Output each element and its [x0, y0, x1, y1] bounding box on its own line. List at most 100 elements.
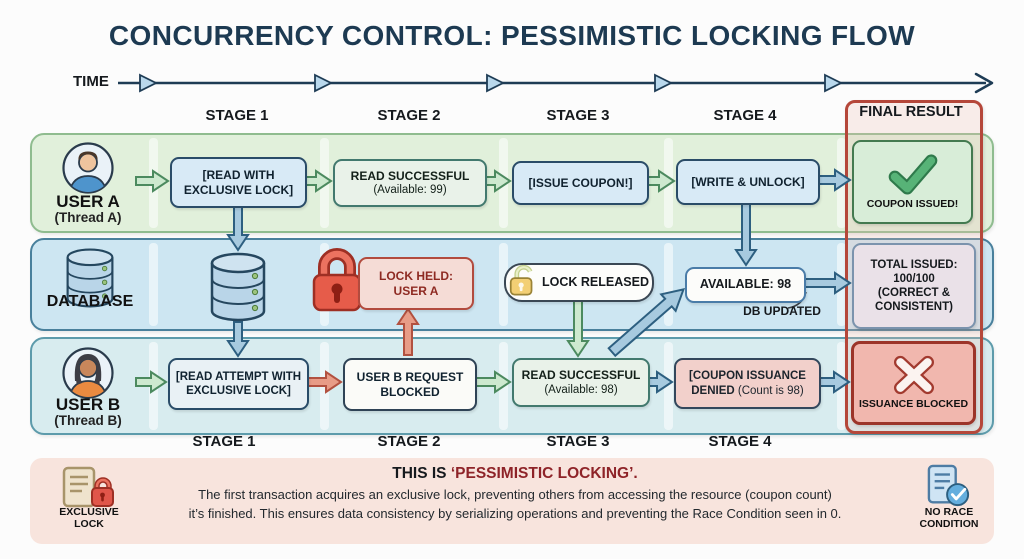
- lock-released-box: LOCK RELEASED: [504, 263, 654, 302]
- footer-body-line2: it’s finished. This ensures data consist…: [188, 506, 842, 521]
- userb-denied-line2-bold: DENIED: [691, 384, 735, 397]
- issuance-blocked-box: ISSUANCE BLOCKED: [851, 341, 976, 425]
- stage-separator: [664, 243, 673, 326]
- coupon-issued-label: COUPON ISSUED!: [866, 198, 959, 211]
- usera-read-lock-line2: EXCLUSIVE LOCK]: [183, 182, 294, 197]
- exclusive-lock-icon: [62, 466, 114, 508]
- footer-heading-highlight: ‘PESSIMISTIC LOCKING’.: [450, 465, 638, 482]
- total-issued-line1: TOTAL ISSUED:: [870, 258, 958, 271]
- db-updated-label: DB UPDATED: [743, 304, 821, 318]
- time-tick-arrow: [314, 73, 334, 93]
- time-axis: [118, 72, 994, 94]
- arrow-db-to-readattempt: [226, 321, 250, 358]
- userb-denied-line2: DENIED (Count is 98): [691, 384, 803, 398]
- arrow-denied-to-issuanceblocked: [817, 370, 851, 394]
- user-a-thread: (Thread A): [54, 210, 122, 225]
- x-mark-icon: [893, 356, 934, 395]
- userb-denied-line2-rest: (Count is 98): [734, 384, 804, 397]
- available-98-label: AVAILABLE: 98: [699, 277, 792, 292]
- final-result-header: FINAL RESULT: [859, 104, 963, 120]
- stage-separator: [664, 342, 673, 430]
- stage3-footer: STAGE 3: [546, 433, 610, 450]
- database-stage1-icon: [210, 252, 266, 322]
- arrow-available-to-total: [803, 271, 852, 295]
- user-b-avatar-icon: [62, 347, 114, 399]
- user-b-name: USER B: [55, 395, 121, 414]
- total-issued-line4: CONSISTENT): [875, 301, 953, 314]
- locked-padlock-icon: [312, 248, 362, 312]
- no-race-condition-icon: [927, 464, 970, 507]
- userb-read-attempt-line1: [READ ATTEMPT WITH: [175, 370, 302, 383]
- usera-read-lock-line1: [READ WITH: [202, 167, 275, 182]
- user-a-name: USER A: [56, 192, 120, 211]
- userb-denied-box: [COUPON ISSUANCE DENIED (Count is 98): [674, 358, 821, 409]
- stage4-header: STAGE 4: [713, 107, 777, 124]
- stage-separator: [149, 243, 158, 326]
- userb-read-success-line2: (Available: 98): [544, 383, 618, 396]
- lock-held-line2: USER A: [393, 283, 439, 298]
- stage3-header: STAGE 3: [546, 107, 610, 124]
- userb-blocked-line2: BLOCKED: [380, 384, 440, 399]
- arrow-writeunlock-to-available: [734, 202, 758, 267]
- usera-read-lock-box: [READ WITH EXCLUSIVE LOCK]: [170, 157, 307, 208]
- usera-read-success-line2: (Available: 99): [373, 184, 447, 197]
- userb-blocked-line1: USER B REQUEST: [356, 369, 464, 384]
- userb-denied-line1: [COUPON ISSUANCE: [689, 370, 806, 383]
- issuance-blocked-label: ISSUANCE BLOCKED: [858, 398, 969, 411]
- arrow-readlock-to-db: [226, 204, 250, 252]
- lock-held-box: LOCK HELD: USER A: [358, 257, 474, 310]
- arrow-readattempt-to-blocked: [306, 370, 343, 394]
- usera-write-unlock-box: [WRITE & UNLOCK]: [676, 159, 820, 205]
- time-tick-arrow: [139, 73, 159, 93]
- usera-read-success-box: READ SUCCESSFUL (Available: 99): [333, 159, 487, 207]
- userb-read-attempt-line2: EXCLUSIVE LOCK]: [186, 385, 291, 397]
- time-axis-label: TIME: [73, 73, 109, 90]
- time-tick-arrow: [654, 73, 674, 93]
- arrow-readsuccess-to-issuecoupon: [484, 169, 512, 193]
- user-b-thread: (Thread B): [54, 413, 122, 428]
- total-issued-box: TOTAL ISSUED: 100/100 (CORRECT & CONSIST…: [852, 243, 976, 329]
- exclusive-lock-badge: EXCLUSIVE LOCK: [48, 506, 130, 530]
- coupon-issued-box: COUPON ISSUED!: [852, 140, 973, 224]
- arrow-blocked-to-readsuccess98: [474, 370, 512, 394]
- available-98-box: AVAILABLE: 98: [685, 267, 806, 303]
- no-race-badge-line2: CONDITION: [919, 518, 979, 531]
- stage4-footer: STAGE 4: [708, 433, 772, 450]
- arrow-blocked-to-lockheld: [396, 307, 420, 356]
- checkmark-icon: [888, 154, 937, 195]
- userb-read-attempt-box: [READ ATTEMPT WITH EXCLUSIVE LOCK]: [168, 358, 309, 410]
- stage1-header: STAGE 1: [205, 107, 269, 124]
- userb-read-success-line1: READ SUCCESSFUL: [521, 368, 641, 383]
- usera-issue-coupon-box: [ISSUE COUPON!]: [512, 161, 649, 205]
- arrow-userb-to-readattempt: [135, 370, 168, 394]
- usera-write-unlock-label: [WRITE & UNLOCK]: [691, 174, 805, 189]
- total-issued-line2: 100/100: [893, 272, 935, 285]
- stage1-footer: STAGE 1: [192, 433, 256, 450]
- usera-issue-coupon-label: [ISSUE COUPON!]: [528, 175, 633, 190]
- stage2-footer: STAGE 2: [377, 433, 441, 450]
- stage2-header: STAGE 2: [377, 107, 441, 124]
- arrow-writeunlock-to-couponissued: [817, 168, 852, 192]
- time-end-arrow: [974, 72, 994, 94]
- stage-separator: [499, 243, 508, 326]
- no-race-badge-line1: NO RACE: [924, 506, 974, 518]
- userb-read-success-box: READ SUCCESSFUL (Available: 98): [512, 358, 650, 407]
- arrow-lockreleased-to-readsuccess98: [566, 298, 590, 358]
- time-tick-arrow: [824, 73, 844, 93]
- footer-body-line1: The first transaction acquires an exclus…: [198, 487, 832, 502]
- total-issued-line3: (CORRECT &: [877, 287, 951, 299]
- exclusive-lock-badge-line1: EXCLUSIVE: [59, 506, 119, 518]
- userb-blocked-box: USER B REQUEST BLOCKED: [343, 358, 477, 411]
- no-race-condition-badge: NO RACE CONDITION: [908, 506, 990, 530]
- page-title: CONCURRENCY CONTROL: PESSIMISTIC LOCKING…: [108, 20, 916, 51]
- database-icon: [66, 248, 114, 308]
- arrow-readsuccess98-to-available: [607, 288, 686, 358]
- unlocked-padlock-icon: [509, 264, 533, 295]
- lock-released-label: LOCK RELEASED: [542, 274, 649, 289]
- user-a-avatar-icon: [62, 142, 114, 194]
- exclusive-lock-badge-line2: LOCK: [74, 518, 104, 531]
- database-name: DATABASE: [46, 293, 134, 310]
- arrow-issuecoupon-to-writeunlock: [646, 169, 676, 193]
- usera-read-success-line1: READ SUCCESSFUL: [350, 168, 470, 183]
